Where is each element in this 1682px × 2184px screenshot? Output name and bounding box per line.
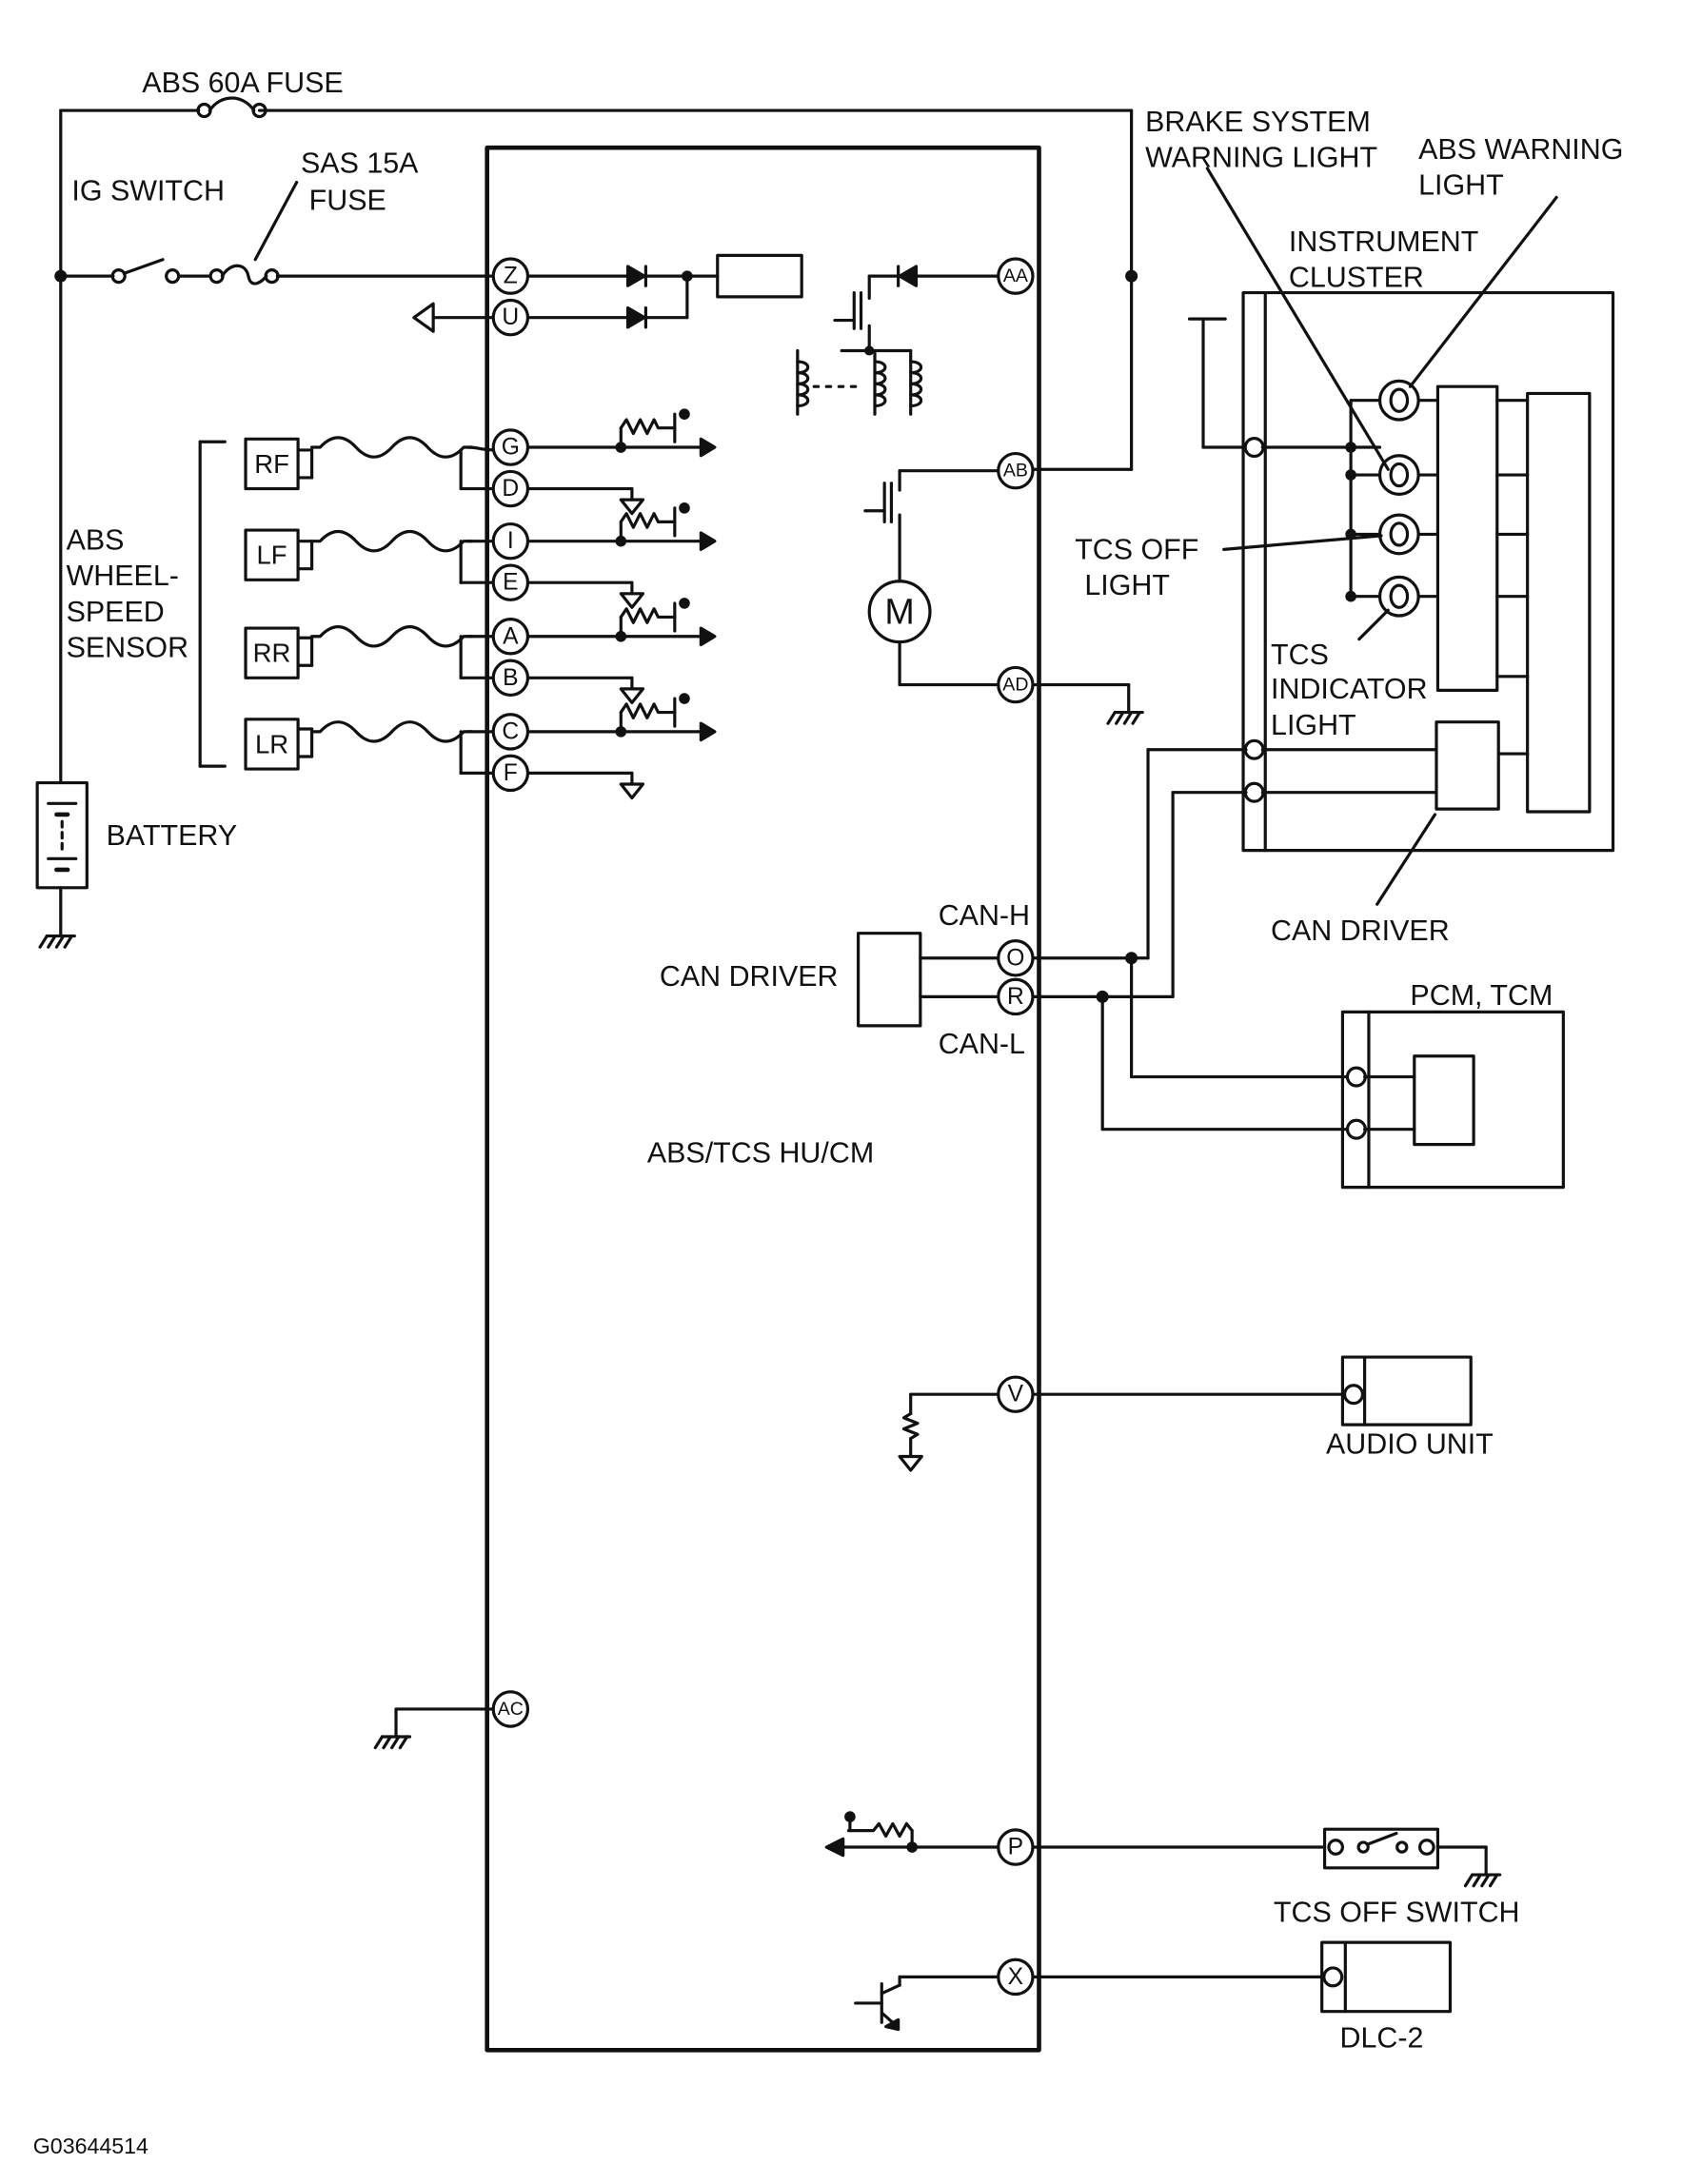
pin-ad	[997, 665, 1035, 704]
ig-switch-label: IG SWITCH	[71, 174, 225, 207]
abs-warning-label-1: ABS WARNING	[1418, 133, 1623, 166]
pin-d-label: D	[502, 476, 519, 502]
pin-r-label: R	[1007, 984, 1024, 1010]
tcs-indicator-label-1: TCS	[1271, 639, 1329, 671]
pin-ac	[491, 1690, 530, 1728]
pin-u-label: U	[502, 305, 519, 330]
pin-ac-ground	[373, 1707, 496, 1750]
tcs-off-light-label-1: TCS OFF	[1075, 534, 1198, 566]
pin-e-label: E	[503, 570, 518, 596]
pin-ac-label: AC	[498, 1699, 524, 1720]
sensor-lr-label: LR	[255, 729, 288, 758]
pin-p	[997, 1828, 1035, 1866]
sas-15a-fuse	[208, 180, 496, 285]
sensor-label-1: ABS	[67, 523, 125, 556]
tcs-off-switch-circuit	[824, 1811, 1502, 1888]
pin-a-label: A	[503, 623, 519, 649]
pin-b-label: B	[503, 665, 518, 691]
power-feed	[54, 108, 1138, 785]
warning-light-leaders	[1205, 167, 1558, 906]
sensor-rf	[244, 436, 496, 491]
pin-ad-ground	[1032, 682, 1144, 725]
pin-g-label: G	[502, 435, 520, 461]
sas-fuse-label-1: SAS 15A	[301, 147, 419, 179]
sensor-input-circuits	[526, 408, 717, 800]
pin-ad-label: AD	[1002, 675, 1028, 696]
battery-symbol	[35, 780, 89, 949]
pin-o-label: O	[1006, 945, 1024, 971]
sensor-label-3: SPEED	[67, 596, 165, 628]
pin-c	[491, 713, 530, 751]
pin-e	[491, 563, 530, 601]
can-bus-wiring	[857, 748, 1350, 1131]
ignition-input-circuit	[412, 253, 803, 333]
sensor-lf	[244, 528, 496, 584]
pin-z	[491, 257, 530, 295]
pcm-tcm-label: PCM, TCM	[1410, 979, 1553, 1012]
cluster-label-2: CLUSTER	[1289, 262, 1424, 294]
pin-r	[997, 977, 1035, 1016]
sensor-rr	[244, 625, 496, 679]
pin-aa	[997, 257, 1035, 295]
pin-o	[997, 939, 1035, 977]
sensor-label-2: WHEEL-	[67, 560, 179, 592]
pin-v-label: V	[1008, 1382, 1024, 1407]
can-driver-right-label: CAN DRIVER	[1271, 915, 1450, 947]
tcs-off-light-label-2: LIGHT	[1084, 569, 1170, 601]
pin-z-label: Z	[504, 264, 518, 289]
pin-b	[491, 659, 530, 698]
pin-g	[491, 428, 530, 466]
sensor-lf-label: LF	[256, 541, 287, 570]
pin-d	[491, 469, 530, 508]
can-l-label: CAN-L	[939, 1028, 1025, 1060]
sensor-lr	[244, 718, 496, 775]
pin-i	[491, 521, 530, 561]
instrument-cluster	[1187, 290, 1615, 853]
can-h-label: CAN-H	[939, 899, 1030, 932]
figure-id: G03644514	[33, 2134, 148, 2158]
sensor-bracket	[198, 440, 227, 768]
pin-ab-label: AB	[1003, 461, 1028, 482]
pump-motor-circuit	[863, 467, 1134, 687]
battery-label: BATTERY	[107, 819, 238, 852]
cluster-label-1: INSTRUMENT	[1289, 226, 1478, 258]
brake-warning-label-1: BRAKE SYSTEM	[1145, 106, 1371, 138]
pcm-tcm-box	[1340, 1010, 1565, 1190]
pin-aa-label: AA	[1003, 266, 1029, 286]
pin-f	[491, 754, 530, 793]
sensor-label-4: SENSOR	[67, 632, 188, 664]
pin-x	[997, 1958, 1035, 1997]
pin-v	[997, 1375, 1035, 1413]
pin-x-label: X	[1008, 1964, 1023, 1990]
pin-c-label: C	[502, 718, 519, 744]
can-driver-left-label: CAN DRIVER	[660, 960, 839, 993]
pin-a	[491, 618, 530, 656]
tcs-indicator-label-3: LIGHT	[1271, 709, 1356, 741]
dlc2-circuit	[854, 1940, 1453, 2032]
pin-f-label: F	[504, 760, 518, 786]
motor-symbol: M	[884, 592, 914, 632]
sensor-rr-label: RR	[253, 639, 291, 668]
ig-switch	[59, 258, 211, 285]
abs-60a-fuse	[196, 96, 267, 119]
module-label: ABS/TCS HU/CM	[647, 1136, 874, 1169]
dlc2-label: DLC-2	[1340, 2021, 1424, 2054]
tcs-off-switch-label: TCS OFF SWITCH	[1274, 1896, 1520, 1928]
audio-unit-label: AUDIO UNIT	[1326, 1428, 1494, 1461]
abs-tcs-module-box	[485, 145, 1041, 2053]
audio-unit-circuit	[898, 1355, 1473, 1472]
pin-p-label: P	[1008, 1835, 1023, 1860]
connector-pins: Z U G D I E A B C F AC AA AB AD O R V P	[491, 257, 1035, 1997]
abs-warning-label-2: LIGHT	[1418, 169, 1504, 202]
sas-fuse-label-2: FUSE	[309, 184, 386, 216]
tcs-indicator-label-2: INDICATOR	[1271, 673, 1428, 705]
solenoid-valve-circuit	[796, 265, 999, 416]
sensor-rf-label: RF	[254, 449, 289, 479]
abs-60a-fuse-label: ABS 60A FUSE	[142, 67, 343, 99]
pin-i-label: I	[507, 528, 514, 554]
brake-warning-label-2: WARNING LIGHT	[1145, 142, 1377, 174]
pin-ab	[997, 451, 1035, 490]
pin-u	[491, 298, 530, 337]
